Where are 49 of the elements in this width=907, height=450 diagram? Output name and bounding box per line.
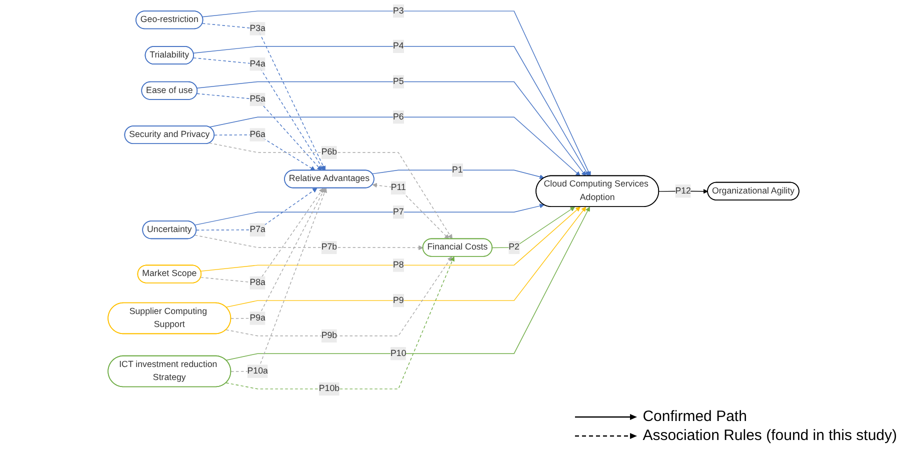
edge-label: P6a xyxy=(250,130,266,140)
arrow xyxy=(196,81,586,176)
edge-label: P8 xyxy=(392,260,404,270)
edge-label: P2 xyxy=(508,242,520,252)
edge-label: P12 xyxy=(675,186,691,196)
arrow xyxy=(196,188,318,230)
arrow xyxy=(193,46,589,176)
edge-label: P7 xyxy=(392,207,404,217)
edge-label: P11 xyxy=(390,182,406,192)
edge-label: P10b xyxy=(318,384,340,394)
arrow xyxy=(230,188,327,372)
arrow xyxy=(372,170,544,180)
arrow xyxy=(200,188,324,284)
arrow xyxy=(226,256,455,390)
arrow xyxy=(209,142,452,240)
arrow xyxy=(226,206,590,361)
edge-label: P4a xyxy=(250,59,266,69)
edge-label: P5 xyxy=(392,76,404,86)
arrow xyxy=(193,58,324,171)
arrow xyxy=(226,206,586,308)
arrow xyxy=(194,234,424,250)
arrow xyxy=(200,206,580,272)
arrow xyxy=(194,204,544,226)
arrow xyxy=(209,116,580,176)
edge-label: P1 xyxy=(452,165,463,175)
arrow xyxy=(196,93,322,171)
arrow xyxy=(226,256,452,336)
edge-label: P8a xyxy=(250,278,266,288)
edge-label: P9 xyxy=(392,296,404,305)
edge-label: P3 xyxy=(392,6,404,16)
arrow xyxy=(372,182,450,240)
edge-label: P7a xyxy=(250,224,266,234)
edge-label: P7b xyxy=(321,242,338,252)
edge-label: P5a xyxy=(250,94,266,104)
edge-label: P6 xyxy=(392,112,404,122)
legend-label: Association Rules (found in this study) xyxy=(642,427,897,444)
edge-label: P6b xyxy=(321,148,338,157)
edge-label: P10a xyxy=(247,366,268,376)
arrow xyxy=(230,188,326,319)
edge-label: P3a xyxy=(250,24,266,34)
arrow xyxy=(492,206,575,248)
edge-label: P4 xyxy=(392,41,404,51)
edge-label: P10 xyxy=(390,348,406,358)
edge-label: P9a xyxy=(250,313,266,323)
edge-label: P9b xyxy=(321,330,338,340)
arrow xyxy=(202,10,591,176)
arrow xyxy=(214,134,316,171)
arrow xyxy=(202,23,326,171)
legend-label: Confirmed Path xyxy=(642,408,747,425)
